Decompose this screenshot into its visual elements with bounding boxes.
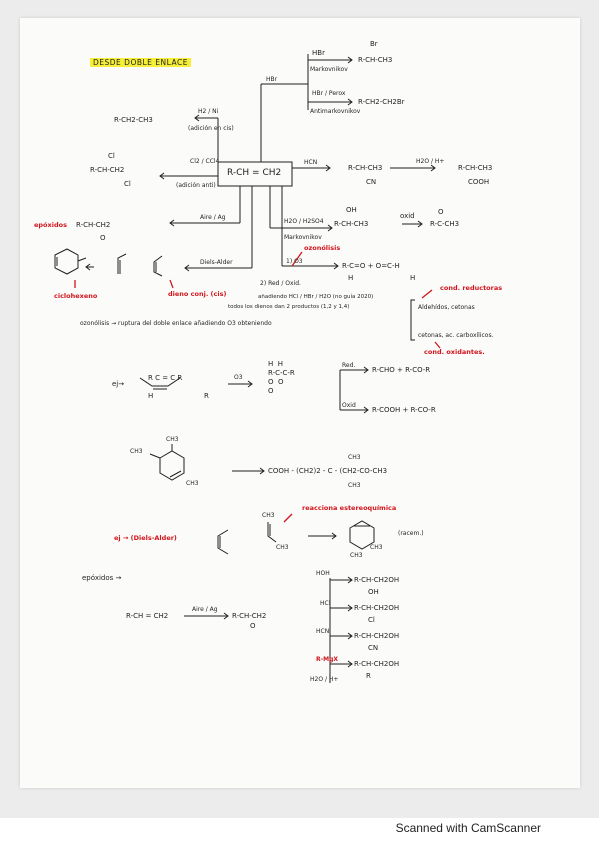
example1-oxid: Oxid xyxy=(342,402,356,409)
scanned-notes-page: DESDE DOBLE ENLACE R-CH = CH2 HBr Br R-C… xyxy=(20,18,580,788)
example2-ch3-top: CH3 xyxy=(166,436,179,443)
grignard-label: R-MgX xyxy=(316,656,339,663)
epoxides-red-label: epóxidos xyxy=(34,221,67,229)
ag-reagent-label: Aire / Ag xyxy=(200,214,226,221)
cooh-substituent: COOH xyxy=(468,178,490,186)
epoxides-epoxide: R-CH-CH2 xyxy=(232,612,267,620)
epoxides-section-label: epóxidos → xyxy=(82,574,122,582)
alcohol-product: R-CH-CH3 xyxy=(334,220,369,228)
hbr-peroxide-label: HBr / Perox xyxy=(312,90,346,97)
hydration-label: H2O / H2SO4 xyxy=(284,218,324,225)
example2-ch3-ring: CH3 xyxy=(186,480,199,487)
dihalide-product: R-CH-CH2 xyxy=(90,166,125,174)
h-mark-2: H xyxy=(410,274,416,282)
hcl-label: HCl xyxy=(320,600,331,607)
hydrolysis-label: H2O / H+ xyxy=(416,158,445,165)
epoxides-reagent: Aire / Ag xyxy=(192,606,218,613)
example1-h: H xyxy=(148,392,154,400)
example1-red: Red. xyxy=(342,362,356,369)
ozonolysis-red-label: ozonólisis xyxy=(304,244,341,252)
h-mark-1: H xyxy=(348,274,354,282)
cl-top: Cl xyxy=(108,152,115,160)
aldehydes-ketones: Aldehídos, cetonas xyxy=(418,304,475,311)
markovnikov-product: R-CH-CH3 xyxy=(358,56,393,64)
adding-acids-note: añadiendo HCl / HBr / H2O (no guía 2020) xyxy=(258,294,374,300)
oh-substituent: OH xyxy=(346,206,357,214)
oxid-label: oxid xyxy=(400,212,415,220)
ketones-acids: cetonas, ac. carboxílicos. xyxy=(418,332,494,339)
product-chlorohydrin-cl: Cl xyxy=(368,616,375,624)
diels-alder-label: Diels-Alder xyxy=(200,259,233,266)
example2-ch3-a: CH3 xyxy=(348,454,361,461)
hcn-epoxide-label: HCN xyxy=(316,628,330,635)
product-grignard-r: R xyxy=(366,672,371,680)
acid-workup-label: H2O / H+ xyxy=(310,676,339,683)
center-reagent: R-CH = CH2 xyxy=(227,168,282,178)
example3-ch3-a: CH3 xyxy=(262,512,275,519)
acid-product: R-CH-CH3 xyxy=(458,164,493,172)
example1-label: ej→ xyxy=(112,380,125,388)
reaction-arrows xyxy=(54,54,441,683)
product-diol: R-CH-CH2OH xyxy=(354,576,400,584)
product-cyanohydrin: R-CH-CH2OH xyxy=(354,632,400,640)
product-diol-oh: OH xyxy=(368,588,379,596)
hoh-label: HOH xyxy=(316,570,330,577)
hbr-branch-label: HBr xyxy=(266,76,278,83)
example1-o3: O3 xyxy=(234,374,243,381)
cis-addition-note: (adición en cis) xyxy=(188,125,234,132)
hbr-label: HBr xyxy=(312,49,325,57)
example1-reactant: R C = C R xyxy=(148,374,183,382)
stereochemistry-note: reacciona estereoquímica xyxy=(302,504,397,512)
example2-ch3-b: CH3 xyxy=(348,482,361,489)
epoxide-product: R-CH-CH2 xyxy=(76,221,111,229)
cl2-label: Cl2 / CCl4 xyxy=(190,158,220,165)
nitrile-product: R-CH-CH3 xyxy=(348,164,383,172)
ketone-oxygen: O xyxy=(438,208,444,216)
example3-label: ej → (Diels-Alder) xyxy=(114,534,177,542)
example1-ozonide: H H R-C-C-R O O O xyxy=(268,360,295,395)
h2ni-label: H2 / Ni xyxy=(198,108,219,115)
hcn-label: HCN xyxy=(304,159,318,166)
ozonolysis-definition: ozonólisis → ruptura del doble enlace añ… xyxy=(80,320,272,327)
hydration-markovnikov-label: Markovnikov xyxy=(284,234,322,241)
example2-product: COOH - (CH2)2 - C - (CH2-CO-CH3 xyxy=(268,467,388,475)
conjugated-diene-label: dieno conj. (cis) xyxy=(168,290,227,298)
example1-oxid-products: R-COOH + R-CO-R xyxy=(372,406,436,414)
ozonolysis-products: R-C=O + O=C-H xyxy=(342,262,400,270)
oxidizing-conditions-label: cond. oxidantes. xyxy=(424,348,485,356)
antimarkovnikov-label: Antimarkovnikov xyxy=(310,108,361,115)
alkane-product: R-CH2-CH3 xyxy=(114,116,153,124)
epoxide-oxygen: O xyxy=(100,234,106,242)
cn-substituent: CN xyxy=(366,178,377,186)
racemic-note: (racem.) xyxy=(398,530,424,537)
epoxides-epoxide-o: O xyxy=(250,622,256,630)
br-substituent: Br xyxy=(370,40,378,48)
cl-bottom: Cl xyxy=(124,180,131,188)
epoxides-start: R-CH = CH2 xyxy=(126,612,169,620)
o3-step-label: 1) O3 xyxy=(286,258,303,265)
antimarkovnikov-product: R-CH2-CH2Br xyxy=(358,98,405,106)
product-ch3-b: CH3 xyxy=(370,544,383,551)
reducing-conditions-label: cond. reductoras xyxy=(440,284,503,292)
anti-addition-note: (adición anti) xyxy=(176,182,216,189)
example1-red-products: R-CHO + R-CO-R xyxy=(372,366,431,374)
scanner-footer: Scanned with CamScanner xyxy=(0,818,599,848)
page-title: DESDE DOBLE ENLACE xyxy=(90,58,191,67)
example2-ch3-left: CH3 xyxy=(130,448,143,455)
ketone-product: R-C-CH3 xyxy=(430,220,460,228)
example1-r2: R xyxy=(204,392,209,400)
product-ch3-a: CH3 xyxy=(350,552,363,559)
red-oxid-step-label: 2) Red / Oxid. xyxy=(260,280,301,287)
product-cyanohydrin-cn: CN xyxy=(368,644,379,652)
scanner-watermark: Scanned with CamScanner xyxy=(395,821,541,835)
product-chlorohydrin: R-CH-CH2OH xyxy=(354,604,400,612)
dienes-products-note: todos los dienos dan 2 productos (1,2 y … xyxy=(228,304,350,310)
product-grignard: R-CH-CH2OH xyxy=(354,660,400,668)
markovnikov-label: Markovnikov xyxy=(310,66,348,73)
example3-ch3-b: CH3 xyxy=(276,544,289,551)
cyclohexene-label: ciclohexeno xyxy=(54,292,98,300)
